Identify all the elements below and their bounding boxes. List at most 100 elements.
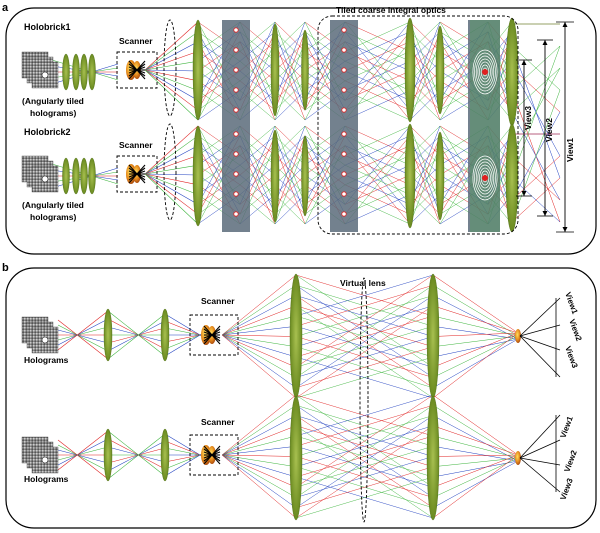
focal-point (233, 107, 239, 113)
relay-lens (62, 157, 70, 195)
holograms-a2-line2: holograms) (30, 212, 76, 222)
ray (221, 334, 297, 358)
zone-ring (474, 158, 496, 198)
scanner-a (126, 164, 146, 184)
ray (107, 446, 166, 463)
focal-point (341, 151, 347, 157)
ray (409, 194, 441, 225)
holobrick2-label: Holobrick2 (24, 127, 71, 137)
ray (295, 446, 434, 488)
ray (57, 430, 109, 471)
ray (295, 315, 434, 358)
ray (409, 90, 441, 121)
large-lens (289, 273, 303, 399)
focal-point (341, 27, 347, 33)
ray (409, 125, 441, 205)
ray (221, 415, 297, 456)
ray (144, 173, 199, 186)
ray (432, 425, 519, 456)
ray (107, 310, 166, 357)
ray (221, 454, 297, 498)
ray (221, 334, 297, 399)
large-lens (426, 395, 440, 521)
scanner-b (201, 325, 221, 345)
ray (144, 173, 199, 225)
ray (221, 454, 297, 478)
ray (432, 332, 519, 368)
ray (144, 145, 199, 175)
ray (274, 21, 306, 52)
ray (274, 145, 306, 225)
ray (57, 319, 109, 360)
ray (221, 334, 297, 337)
hologram-dot (41, 456, 49, 464)
focal-point (341, 211, 347, 217)
ray (432, 285, 519, 337)
ray (274, 21, 306, 101)
ray (432, 335, 519, 378)
tiled-optics-label: Tiled coarse integral optics (336, 5, 446, 15)
focal-point (233, 211, 239, 217)
ray (107, 326, 166, 343)
ray (57, 324, 109, 352)
focal-point (341, 171, 347, 177)
ray (511, 155, 561, 201)
imaging-lens (270, 129, 280, 223)
ray (144, 51, 199, 71)
ray (295, 295, 434, 388)
tiled-optics-box (317, 15, 519, 235)
zone-ring (472, 49, 498, 95)
ray (511, 45, 561, 179)
ray (432, 457, 519, 467)
relay-lens (62, 53, 70, 91)
ray (295, 274, 434, 317)
zone-ring (480, 170, 490, 186)
ray (432, 460, 519, 478)
ray (107, 447, 166, 464)
ray (221, 305, 297, 336)
ray (295, 305, 434, 399)
ray (274, 135, 306, 166)
dashed-aperture (163, 123, 177, 221)
ray (221, 454, 297, 488)
ray (511, 45, 561, 91)
scanner-beam (128, 164, 146, 184)
ray (144, 69, 199, 91)
ray (107, 313, 166, 360)
arrowhead (562, 22, 568, 27)
ray (409, 174, 441, 205)
ray (274, 174, 306, 205)
ray (432, 415, 519, 462)
focal-point (341, 131, 347, 137)
relay-lens (88, 53, 96, 91)
imaging-lens (301, 29, 309, 111)
ray (295, 326, 434, 368)
ray (274, 184, 306, 215)
scanner-b (201, 445, 221, 465)
ray (432, 274, 519, 334)
scanner-box (116, 51, 158, 89)
ray (274, 194, 306, 225)
ray (221, 435, 297, 456)
view1-label-a: View1 (565, 138, 575, 162)
ray (432, 394, 519, 456)
relay-lens (103, 308, 113, 362)
ray (107, 438, 166, 470)
hologram-stack-a (21, 155, 59, 193)
holograms-a1-line1: (Angularly tiled (22, 96, 84, 106)
ray (144, 155, 199, 175)
imaging-lens (192, 125, 204, 227)
ray (144, 60, 199, 71)
ray (144, 69, 199, 82)
ray (57, 329, 109, 344)
hologram-stack-a (21, 51, 59, 89)
focal-point (341, 67, 347, 73)
ray (409, 135, 441, 166)
ray (295, 356, 434, 399)
ray (295, 394, 434, 488)
ray (295, 476, 434, 519)
zone-ring (479, 167, 491, 189)
ray (144, 21, 199, 71)
scanner-label-a1: Scanner (119, 36, 153, 46)
ray (295, 456, 434, 498)
